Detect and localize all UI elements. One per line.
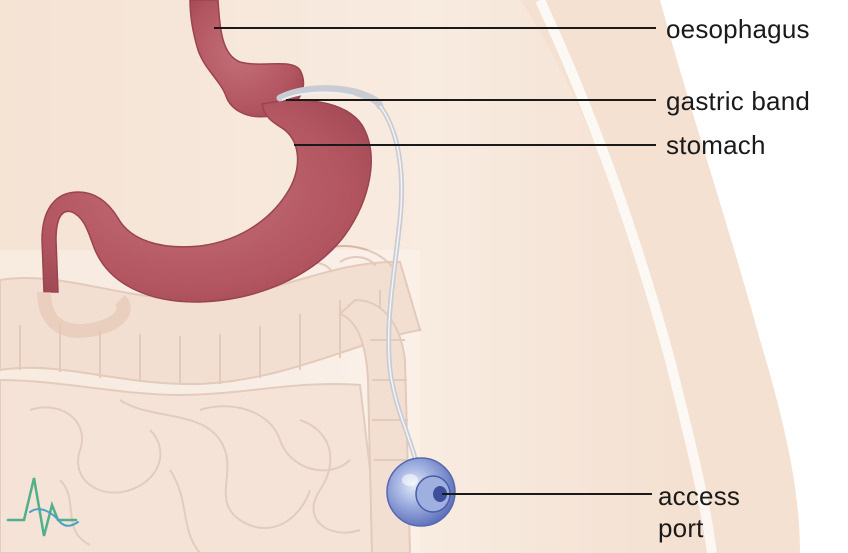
label-gastric-band: gastric band — [666, 86, 810, 116]
label-access-port-line1: access — [658, 480, 740, 512]
label-oesophagus: oesophagus — [666, 14, 810, 44]
access-port — [387, 458, 455, 526]
label-access-port: access port — [658, 480, 740, 544]
label-access-port-line2: port — [658, 512, 740, 544]
label-stomach: stomach — [666, 130, 766, 160]
